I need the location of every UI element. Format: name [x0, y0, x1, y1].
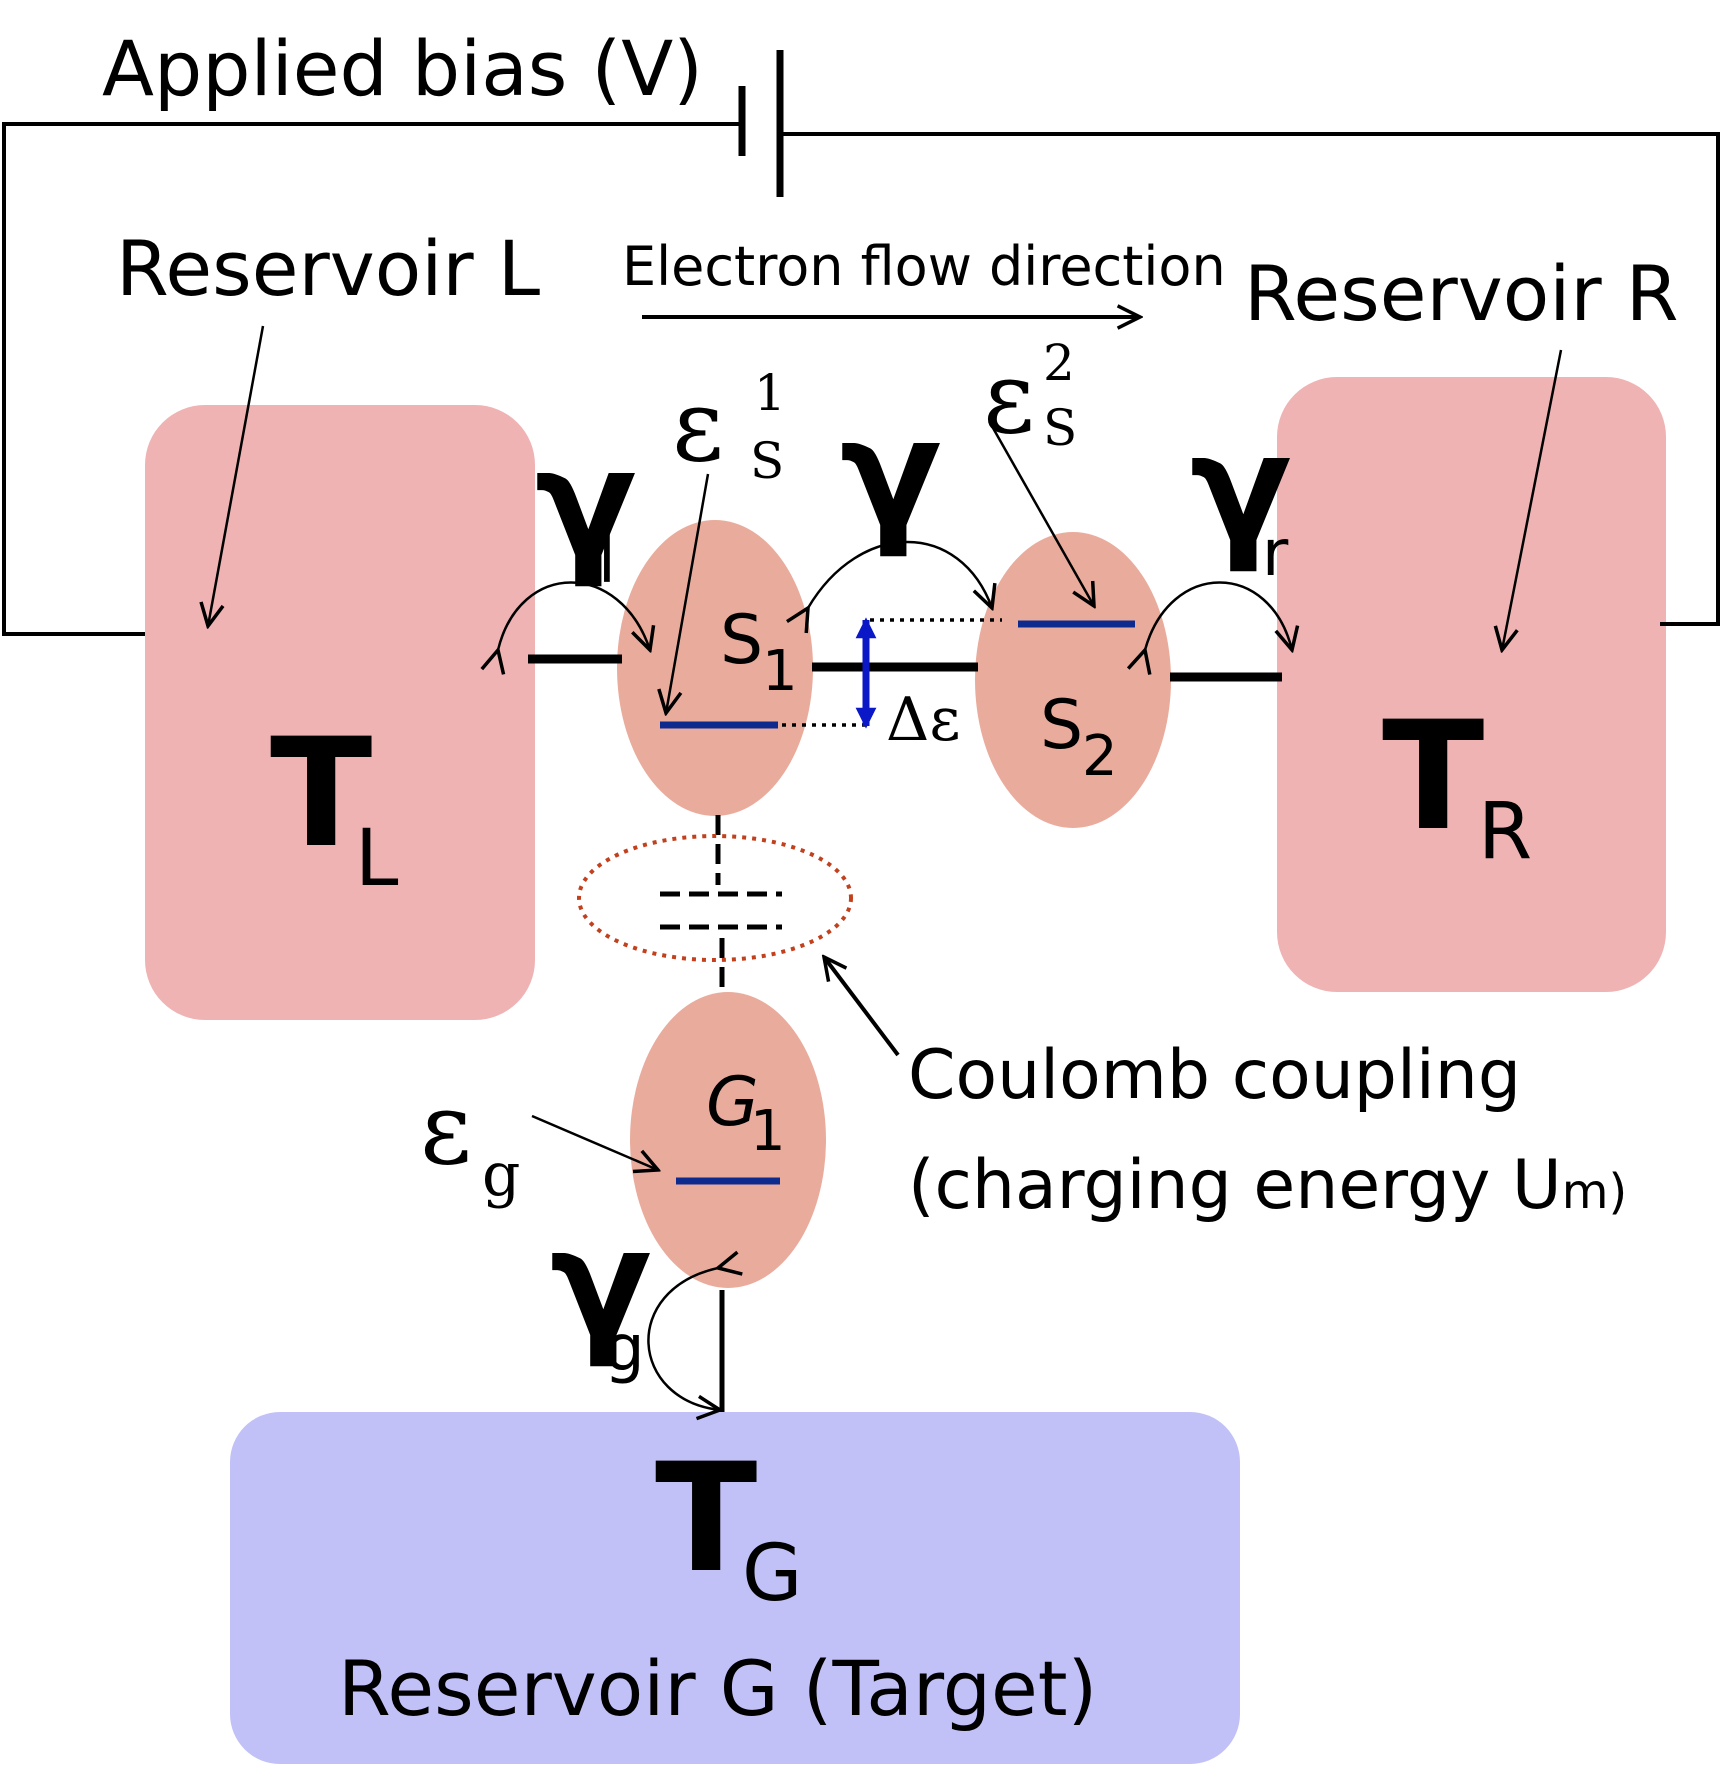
coulomb-line2-sub: m: [1562, 1164, 1609, 1220]
t-left-symbol: T: [270, 707, 372, 881]
coulomb-label-line2: (charging energy Um): [908, 1146, 1627, 1225]
t-right-symbol: T: [1382, 690, 1484, 864]
eps-s1-sup: 1: [754, 364, 786, 422]
coulomb-line2-main: (charging energy U: [908, 1146, 1562, 1225]
s1-sub: 1: [762, 639, 798, 704]
eps-s1-sub: S: [750, 432, 784, 490]
s2-label: S: [1040, 686, 1083, 765]
t-left-sub: L: [355, 814, 399, 904]
dot-s1: [617, 520, 813, 816]
delta-eps-label: Δε: [886, 685, 960, 755]
gamma-r-sub: r: [1262, 517, 1289, 591]
gamma-g-symbol: γ: [550, 1197, 652, 1371]
reservoir-g-box: [230, 1412, 1240, 1764]
pointer-eps-g: [531, 1114, 658, 1170]
reservoir-l-box: [145, 405, 535, 1020]
gamma-l-symbol: γ: [535, 417, 637, 591]
eps-g-sub: g: [482, 1140, 520, 1210]
eps-s2-sup: 2: [1043, 334, 1075, 392]
bias-wire-right: [782, 132, 1720, 626]
gamma-l-arc: [498, 581, 650, 651]
pointer-eps-s1: [666, 473, 710, 713]
reservoir-r-box: [1277, 377, 1666, 992]
gamma-r-arc: [1145, 581, 1292, 651]
gamma-symbol: γ: [840, 387, 942, 561]
pointer-reservoir-l: [208, 325, 265, 626]
gamma-g-arc: [647, 1268, 720, 1410]
reservoir-l-label: Reservoir L: [116, 224, 540, 313]
gamma-g-sub: g: [604, 1312, 645, 1386]
reservoir-r-label: Reservoir R: [1244, 249, 1679, 338]
s1-label: S: [720, 601, 763, 680]
electron-flow-label: Electron flow direction: [622, 235, 1226, 298]
gamma-arc: [808, 540, 992, 608]
g1-sub: 1: [750, 1099, 786, 1164]
dot-g1: [630, 992, 826, 1288]
coulomb-line2-close: ): [1608, 1164, 1627, 1220]
pointer-coulomb: [824, 957, 900, 1057]
gamma-r-symbol: γ: [1190, 402, 1292, 576]
g1-label: G: [706, 1063, 759, 1142]
s2-sub: 2: [1082, 724, 1118, 789]
eps-s2-sub: S: [1043, 399, 1077, 457]
eps-s2-symbol: ε: [983, 339, 1035, 456]
bias-wire: [2, 122, 740, 636]
t-right-sub: R: [1478, 787, 1532, 877]
t-gate-sub: G: [742, 1529, 802, 1619]
gamma-l-sub: l: [598, 524, 616, 598]
pointer-reservoir-r: [1502, 349, 1563, 650]
dot-s2: [975, 532, 1171, 828]
reservoir-g-label: Reservoir G (Target): [338, 1644, 1097, 1733]
pointer-eps-s2: [991, 427, 1094, 606]
coulomb-ellipse: [577, 834, 853, 962]
applied-bias-label: Applied bias (V): [102, 24, 703, 113]
t-gate-symbol: T: [655, 1432, 757, 1606]
eps-s1-symbol: ε: [672, 367, 724, 484]
eps-g-symbol: ε: [420, 1070, 472, 1187]
coulomb-label-line1: Coulomb coupling: [908, 1036, 1521, 1115]
